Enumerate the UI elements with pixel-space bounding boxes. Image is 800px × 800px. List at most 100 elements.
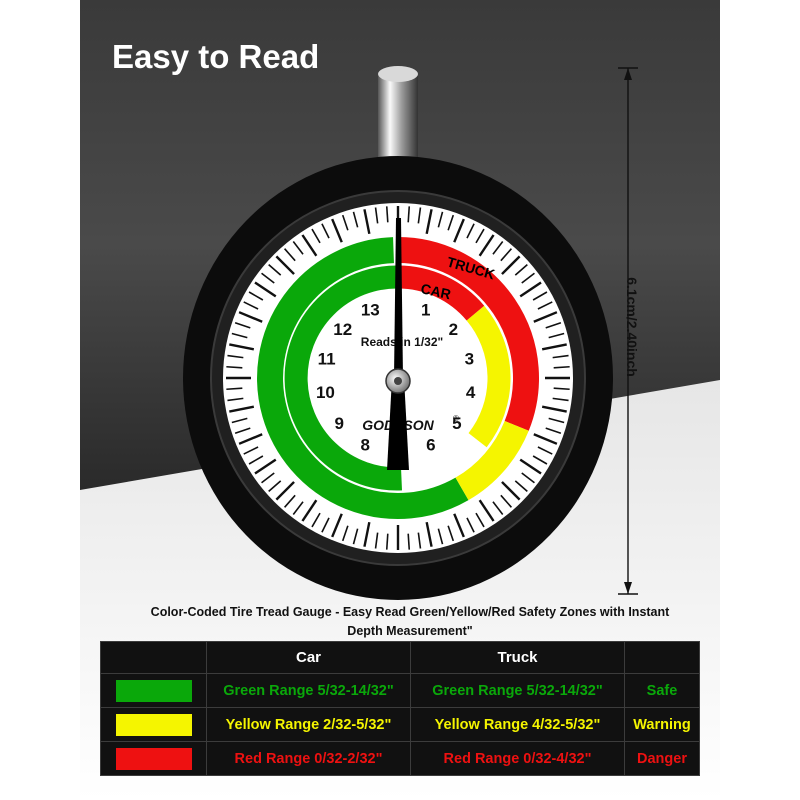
- headline: Easy to Read: [112, 38, 320, 75]
- swatch-cell: [100, 673, 207, 708]
- dial-number: 2: [449, 320, 458, 339]
- car-yellow-zone: [466, 305, 511, 448]
- tick-mark: [292, 501, 304, 515]
- header-truck: Truck: [410, 641, 625, 674]
- tick-mark: [231, 332, 248, 339]
- dimension-label: 6.1cm/2.40inch: [624, 277, 640, 377]
- tick-mark: [238, 433, 263, 445]
- status: Danger: [624, 741, 700, 776]
- tick-mark: [385, 206, 389, 223]
- tick-mark: [243, 446, 259, 455]
- registered-mark: ®: [453, 414, 459, 423]
- tick-mark: [501, 481, 521, 501]
- tick-mark: [261, 472, 275, 484]
- tick-mark: [321, 223, 330, 239]
- tick-mark: [283, 248, 296, 262]
- tick-mark: [248, 291, 264, 301]
- legend-header-row: Car Truck: [100, 641, 700, 674]
- needle: [394, 218, 403, 378]
- tick-mark: [374, 532, 379, 549]
- truck-range: Red Range 0/32-4/32": [410, 741, 625, 776]
- tick-mark: [321, 517, 330, 533]
- header-status: [624, 641, 700, 674]
- tick-mark: [519, 458, 542, 475]
- caption-line-1: Color-Coded Tire Tread Gauge - Easy Read…: [150, 605, 670, 619]
- dial-number: 11: [318, 349, 336, 368]
- tick-mark: [437, 211, 444, 228]
- tick-mark: [254, 281, 277, 298]
- truck-range: Green Range 5/32-14/32": [410, 673, 625, 708]
- tick-mark: [478, 234, 495, 257]
- tick-mark: [500, 494, 513, 508]
- truck-yellow-zone: [455, 420, 529, 501]
- green-swatch: [115, 679, 192, 702]
- tick-mark: [537, 301, 553, 310]
- tick-mark: [514, 263, 528, 276]
- truck-red-zone: [397, 237, 539, 431]
- tick-mark: [532, 455, 548, 465]
- car-green-zone: [284, 265, 402, 491]
- status: Warning: [624, 707, 700, 742]
- tick-mark: [425, 209, 433, 235]
- tick-mark: [292, 241, 304, 255]
- tick-mark: [385, 533, 389, 550]
- tick-mark: [533, 311, 558, 323]
- tick-mark: [553, 387, 570, 391]
- dial-number: 4: [466, 383, 476, 402]
- dial-number: 5: [452, 414, 461, 433]
- car-red-zone: [397, 265, 485, 321]
- car-range: Red Range 0/32-2/32": [206, 741, 411, 776]
- tick-mark: [331, 513, 343, 538]
- tick-mark: [437, 528, 444, 545]
- tick-mark: [553, 365, 570, 369]
- dial-number: 12: [333, 320, 352, 339]
- tick-mark: [227, 354, 244, 359]
- car-label: CAR: [419, 280, 452, 302]
- tick-mark: [363, 209, 371, 235]
- tick-mark: [532, 291, 548, 301]
- header-swatch: [100, 641, 207, 674]
- legend-row: Green Range 5/32-14/32" Green Range 5/32…: [100, 673, 700, 708]
- tick-mark: [352, 211, 359, 228]
- tick-mark: [374, 207, 379, 224]
- tick-mark: [541, 343, 567, 351]
- tick-mark: [475, 228, 485, 244]
- tick-mark: [268, 480, 282, 493]
- tick-mark: [407, 533, 411, 550]
- dial-number: 1: [421, 300, 430, 319]
- tick-mark: [545, 321, 562, 329]
- tick-mark: [275, 481, 295, 501]
- tick-mark: [548, 417, 565, 424]
- dial-number: 9: [334, 414, 343, 433]
- tick-mark: [453, 513, 465, 538]
- tick-mark: [341, 525, 349, 542]
- tick-mark: [311, 228, 321, 244]
- tick-mark: [234, 321, 251, 329]
- tick-mark: [226, 387, 243, 391]
- tick-mark: [519, 281, 542, 298]
- status: Safe: [624, 673, 700, 708]
- tick-mark: [521, 472, 535, 484]
- tick-mark: [537, 446, 553, 455]
- tick-mark: [447, 214, 455, 231]
- tick-mark: [261, 272, 275, 284]
- tick-mark: [268, 263, 282, 276]
- tick-mark: [363, 521, 371, 547]
- dial-number: 3: [465, 349, 474, 368]
- legend-row: Red Range 0/32-2/32" Red Range 0/32-4/32…: [100, 741, 700, 776]
- yellow-swatch: [115, 713, 192, 736]
- tick-mark: [533, 433, 558, 445]
- header-car: Car: [206, 641, 411, 674]
- tick-mark: [283, 494, 296, 508]
- car-range: Green Range 5/32-14/32": [206, 673, 411, 708]
- tick-mark: [548, 332, 565, 339]
- tick-mark: [248, 455, 264, 465]
- tick-mark: [331, 218, 343, 243]
- car-range: Yellow Range 2/32-5/32": [206, 707, 411, 742]
- tick-mark: [417, 532, 422, 549]
- tick-mark: [541, 405, 567, 413]
- tick-mark: [254, 458, 277, 475]
- legend-row: Yellow Range 2/32-5/32" Yellow Range 4/3…: [100, 707, 700, 742]
- tick-mark: [341, 214, 349, 231]
- caption: Color-Coded Tire Tread Gauge - Easy Read…: [150, 603, 670, 641]
